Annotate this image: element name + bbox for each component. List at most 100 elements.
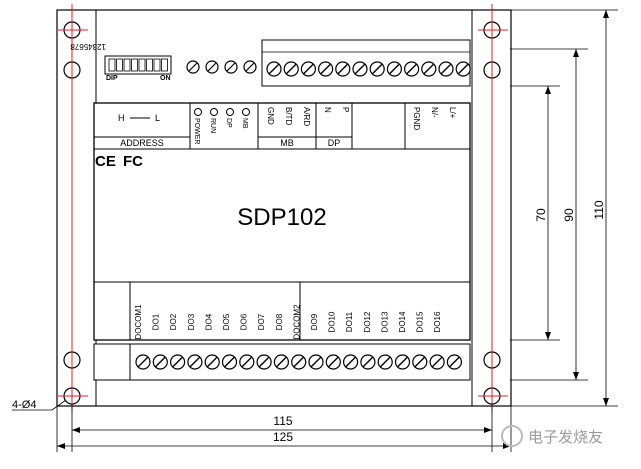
terminal-screw-icon (404, 61, 420, 77)
dip-on-label: ON (160, 75, 171, 82)
output-label: DO8 (275, 313, 284, 330)
output-label: DO12 (363, 311, 372, 332)
watermark: 电子发烧友 (501, 425, 603, 447)
output-label: DO3 (187, 313, 196, 330)
terminal-screw-icon (152, 354, 168, 370)
address-title: ADDRESS (120, 138, 164, 148)
led-label: RUN (209, 118, 216, 133)
dim-110: 110 (592, 200, 606, 219)
output-label: DO1 (152, 313, 161, 330)
horizontal-dimensions (56, 404, 512, 452)
terminal-screw-icon (187, 354, 203, 370)
terminal-screw-icon (325, 354, 341, 370)
output-label: DO7 (257, 313, 266, 330)
terminal-screw-icon (221, 354, 238, 370)
top-terminal-label: L/+ (448, 107, 457, 119)
vertical-dimensions (510, 9, 618, 407)
dim-115: 115 (273, 414, 292, 428)
led-indicator-icon (226, 108, 234, 116)
bottom-terminal-block (93, 343, 471, 381)
led-label: DP (225, 118, 232, 128)
terminal-screw-icon (335, 61, 351, 77)
address-l-label: L (155, 113, 160, 123)
terminal-screw-icon (369, 61, 385, 77)
terminal-screw-icon (377, 354, 393, 370)
horizontal-dimension-arrows (57, 427, 511, 449)
output-label: DO10 (328, 311, 337, 332)
led-indicator-icon (210, 108, 218, 116)
top-terminal-label: A/RD (302, 107, 311, 126)
top-terminal-label: B/TD (284, 107, 293, 125)
terminal-screw-icon (421, 61, 437, 77)
dip-label: DIP (106, 75, 118, 82)
led-label: POWER (193, 118, 200, 144)
top-terminal-label: N (323, 107, 332, 113)
top-terminal-label: N/- (430, 107, 439, 118)
dim-125: 125 (273, 430, 293, 444)
terminal-screw-icon (256, 354, 272, 370)
terminal-screw-icon (308, 354, 324, 370)
holes-callout: 4-Ø4 (12, 399, 36, 411)
terminal-screw-icon (204, 354, 220, 370)
terminal-screw-icon (300, 61, 316, 77)
ce-mark: CE (95, 153, 116, 170)
dip-numbers: 12345678 (70, 42, 106, 51)
terminal-screw-icon (283, 61, 299, 77)
terminal-screw-icon (429, 354, 445, 370)
bottom-label-strip (94, 281, 470, 340)
terminal-screw-icon (273, 354, 289, 370)
output-label: DO9 (310, 313, 319, 330)
terminal-screw-icon (170, 354, 186, 370)
dim-70: 70 (534, 208, 548, 222)
led-screws (186, 60, 257, 74)
terminal-screw-icon (455, 61, 471, 77)
terminal-screw-icon (135, 354, 151, 370)
led-indicator-icon (242, 108, 250, 116)
terminal-screw-icon (386, 61, 402, 77)
fc-mark: FC (123, 153, 143, 170)
center-lines (58, 4, 508, 412)
mounting-plate (56, 9, 512, 407)
output-label: DO11 (345, 311, 354, 332)
dip-switch (104, 55, 172, 75)
output-label: DO14 (398, 311, 407, 332)
output-label: DO5 (222, 313, 231, 330)
terminal-screw-icon (412, 354, 428, 370)
terminal-screw-icon (343, 354, 359, 370)
top-terminal-label: GND (266, 107, 275, 125)
terminal-screw-icon (266, 61, 282, 77)
mb-group-label: MB (280, 138, 294, 148)
vertical-dimension-arrows (545, 10, 609, 406)
terminal-screw-icon (438, 61, 454, 77)
terminal-screw-icon (446, 354, 462, 370)
output-label: DOCOM1 (134, 304, 143, 340)
led-indicator-icon (194, 108, 202, 116)
output-label: DO2 (169, 313, 178, 330)
dp-group-label: DP (328, 138, 341, 148)
model-name: SDP102 (237, 204, 326, 231)
terminal-screw-icon (360, 354, 376, 370)
output-label: DO16 (433, 311, 442, 332)
led-labels: POWER RUN DP MB (193, 108, 250, 144)
top-terminal-label: PGND (412, 107, 421, 130)
output-label: DO13 (380, 311, 389, 332)
output-label: DOCOM2 (292, 304, 301, 340)
terminal-screw-icon (318, 61, 334, 77)
address-h-label: H (118, 113, 125, 123)
led-label: MB (241, 118, 248, 129)
top-label-strip (94, 103, 470, 150)
output-label: DO6 (240, 313, 249, 330)
terminal-screw-icon (239, 354, 255, 370)
dim-90: 90 (562, 208, 576, 222)
terminal-screw-icon (352, 61, 368, 77)
output-label: DO15 (416, 311, 425, 332)
terminal-screw-icon (394, 354, 411, 370)
watermark-text: 电子发烧友 (528, 429, 603, 446)
terminal-screw-icon (291, 354, 307, 370)
module-body (93, 102, 471, 341)
top-terminal-block (261, 39, 471, 87)
